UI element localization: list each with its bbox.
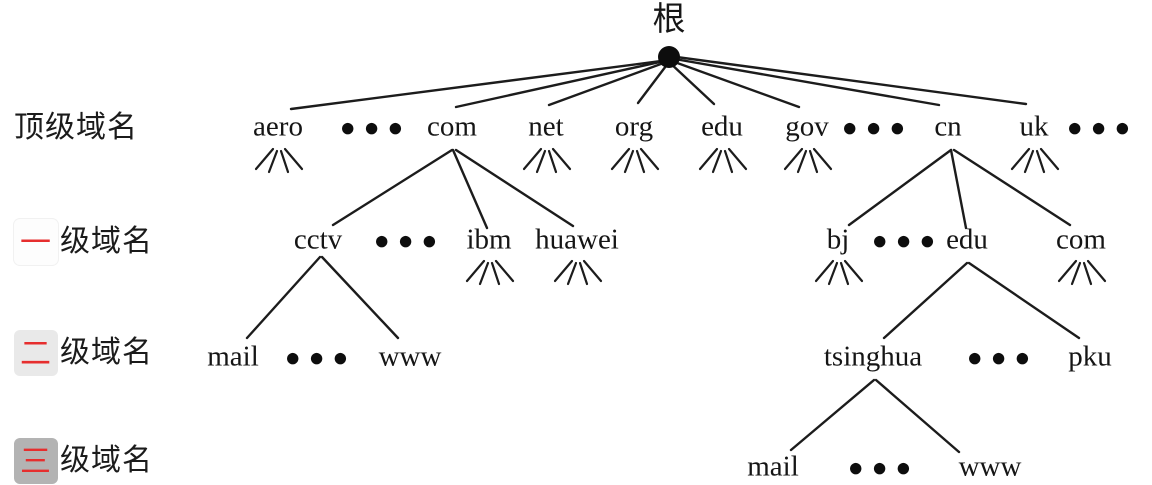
- ellipsis-nodes: ● ● ●: [968, 348, 1032, 367]
- caption-text: 顶级域名: [14, 111, 138, 144]
- branch-edges: [245, 148, 1081, 454]
- correction-patch: 一: [14, 219, 58, 265]
- node-www-cctv: www: [378, 340, 442, 373]
- node-mail-cctv: mail: [207, 340, 259, 373]
- root-node-dot: [658, 46, 680, 68]
- node-huawei: huawei: [535, 223, 619, 256]
- ellipsis-nodes: ● ● ●: [849, 458, 913, 477]
- node-edu-cn: edu: [946, 223, 988, 256]
- caption-text: 级域名: [60, 444, 153, 477]
- ellipsis-nodes: ● ● ●: [375, 231, 439, 250]
- caption-top-level: 顶级域名: [14, 110, 138, 146]
- node-edu: edu: [701, 110, 743, 143]
- root-edges: [289, 54, 1028, 111]
- node-bj: bj: [826, 223, 850, 256]
- subtree-fan-icon: [254, 147, 304, 174]
- node-cctv: cctv: [293, 223, 343, 256]
- node-mail-tsinghua: mail: [747, 450, 799, 483]
- subtree-fan-icon: [610, 147, 660, 174]
- caption-text: 级域名: [60, 225, 153, 258]
- red-correction-char: 二: [20, 335, 52, 371]
- red-correction-char: 一: [20, 224, 52, 260]
- subtree-fan-icons: [254, 147, 1107, 286]
- node-cn: cn: [934, 110, 962, 143]
- node-uk: uk: [1019, 110, 1049, 143]
- node-com-cn: com: [1056, 223, 1106, 256]
- ellipsis-nodes: ● ● ●: [286, 348, 350, 367]
- correction-patch: 二: [14, 330, 58, 376]
- node-gov: gov: [785, 110, 829, 143]
- ellipsis-nodes: ● ● ●: [341, 118, 405, 137]
- caption-second-level: 二 级域名: [14, 330, 153, 376]
- node-ibm: ibm: [466, 223, 512, 256]
- node-www-tsinghua: www: [958, 450, 1022, 483]
- caption-text: 级域名: [60, 336, 153, 369]
- root-node-label: 根: [652, 2, 686, 38]
- correction-patch: 三: [14, 438, 58, 484]
- ellipsis-nodes: ● ● ●: [873, 231, 937, 250]
- node-aero: aero: [253, 110, 303, 143]
- subtree-fan-icon: [553, 259, 603, 286]
- subtree-fan-icon: [1010, 147, 1060, 174]
- node-com: com: [427, 110, 477, 143]
- node-org: org: [614, 110, 654, 143]
- ellipsis-nodes: ● ● ●: [843, 118, 907, 137]
- caption-first-level: 一 级域名: [14, 219, 153, 265]
- node-tsinghua: tsinghua: [823, 340, 923, 373]
- node-net: net: [528, 110, 564, 143]
- subtree-fan-icon: [698, 147, 748, 174]
- caption-third-level: 三 级域名: [14, 438, 153, 484]
- ellipsis-nodes: ● ● ●: [1068, 118, 1132, 137]
- subtree-fan-icon: [522, 147, 572, 174]
- red-correction-char: 三: [20, 443, 52, 479]
- subtree-fan-icon: [1057, 259, 1107, 286]
- subtree-fan-icon: [465, 259, 515, 286]
- node-pku: pku: [1068, 340, 1112, 373]
- subtree-fan-icon: [783, 147, 833, 174]
- subtree-fan-icon: [814, 259, 864, 286]
